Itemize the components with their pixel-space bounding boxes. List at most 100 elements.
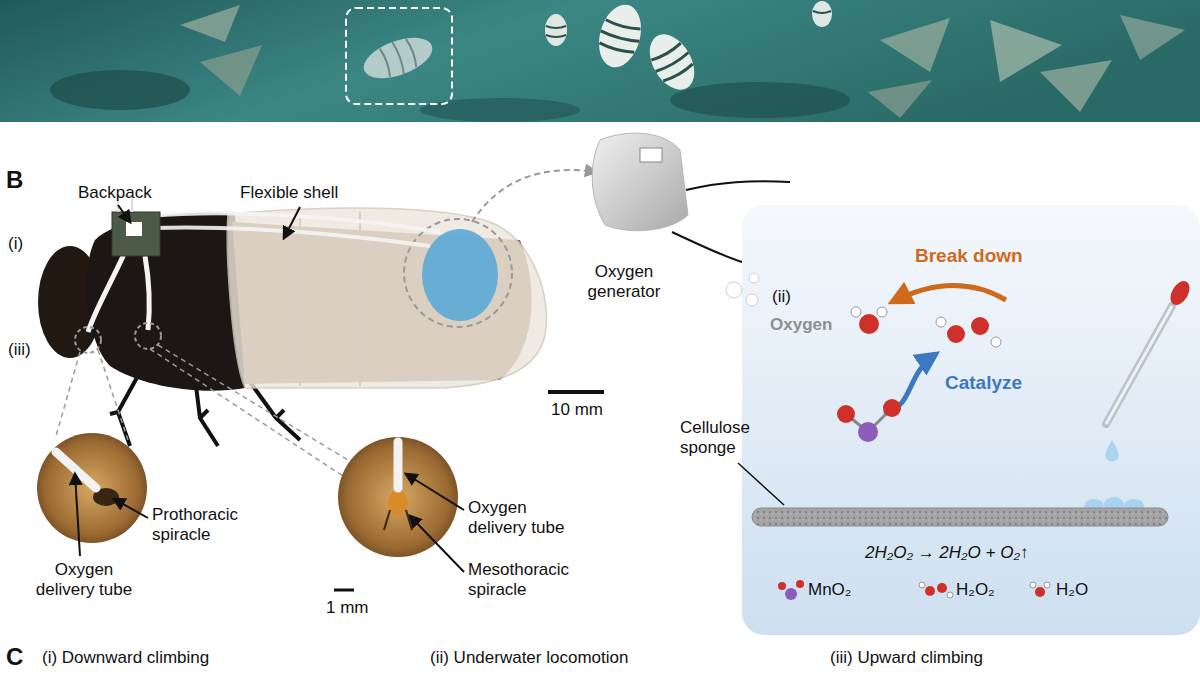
underwater-photo	[0, 0, 1200, 122]
cockroach-body	[592, 0, 647, 72]
scale-bar	[548, 390, 604, 394]
cockroach-body	[641, 27, 704, 98]
view-number: (ii)	[772, 287, 791, 307]
process-label: Break down	[915, 245, 1023, 267]
oxygen-atom	[971, 317, 989, 335]
zoom-line	[672, 232, 742, 262]
legend-icon	[778, 580, 804, 600]
manganese-atom	[858, 422, 878, 442]
spiracle-closeup	[37, 433, 148, 556]
hydrogen-atom	[851, 307, 861, 317]
pointer-arrow	[410, 516, 464, 572]
oxygen-tube	[152, 228, 430, 246]
scale-label: 1 mm	[326, 598, 369, 618]
pointer-arrow	[406, 474, 464, 510]
reaction-panel: (ii) Break downOxygenCatalyze 2H₂O₂ → 2H₂O…	[742, 205, 1200, 635]
cockroach-body	[358, 30, 437, 87]
zoom-line	[98, 350, 128, 440]
rock	[670, 82, 850, 118]
leaf	[880, 18, 950, 72]
cellulose-sponge	[752, 508, 1168, 526]
panel-letter: B	[6, 166, 23, 194]
tube	[394, 442, 403, 488]
cockroach-thorax	[87, 213, 245, 391]
part-label: Prothoracic spiracle	[152, 505, 252, 544]
leaf	[1040, 60, 1112, 112]
oxygen-atom	[837, 405, 855, 423]
flexible-shell	[227, 208, 546, 388]
leaf	[200, 45, 262, 96]
cockroach-photo	[812, 1, 832, 27]
panel-caption: (ii) Underwater locomotion	[430, 648, 628, 668]
water-molecule	[851, 307, 887, 334]
leg	[250, 382, 300, 440]
panel-caption: (i) Downward climbing	[42, 648, 209, 668]
spiracle-edge	[384, 510, 412, 530]
part-label: Backpack	[78, 183, 152, 203]
body-stripes	[650, 42, 696, 84]
backpack	[112, 212, 160, 256]
zoom-line	[150, 349, 352, 482]
legend-item: H₂O₂	[956, 580, 995, 600]
closeup-circle	[37, 433, 147, 543]
cockroach-body	[545, 14, 567, 46]
leaf	[868, 80, 932, 118]
pipette-shine	[1106, 306, 1172, 424]
pointer-arrow	[284, 207, 300, 238]
body-stripes	[546, 26, 566, 37]
oxygen-atom	[796, 580, 804, 588]
cockroach-photo	[592, 0, 647, 72]
body-stripes	[813, 11, 831, 13]
reaction-equation: 2H₂O₂ → 2H₂O + O₂↑	[865, 543, 1028, 563]
zoom-line	[56, 352, 80, 436]
oxygen-atom	[778, 582, 786, 590]
view-number: (iii)	[8, 340, 31, 360]
legend-icon	[919, 582, 953, 598]
generator-window	[640, 148, 662, 162]
hydrogen-atom	[1044, 582, 1050, 588]
legend-icon	[1030, 582, 1050, 597]
oxygen-generator-inset	[422, 229, 498, 321]
panel-letter: C	[6, 643, 23, 671]
part-label: Mesothoracic spiracle	[468, 560, 580, 599]
legend-label: H₂O₂	[956, 580, 995, 599]
panel-ground	[742, 205, 1200, 635]
cockroach-photo	[641, 27, 704, 98]
hydrogen-atom	[936, 317, 946, 327]
oxygen-tube	[88, 252, 125, 332]
rock	[50, 70, 190, 110]
cockroach-photo	[358, 30, 437, 87]
process-label: Catalyze	[945, 372, 1022, 394]
oxygen-bubble	[749, 273, 759, 283]
body-stripes	[379, 37, 419, 79]
manganese-atom	[785, 588, 797, 600]
legend-item: MnO₂	[808, 580, 851, 600]
legend-label: MnO₂	[808, 580, 851, 599]
body-stripes	[597, 19, 642, 54]
highlight-box	[346, 8, 452, 104]
pointer-arrow	[114, 499, 148, 518]
break-down-arrow	[892, 285, 1006, 302]
oxygen-generator	[592, 133, 688, 231]
part-label: Oxygen delivery tube	[468, 498, 580, 537]
pointer-arrow	[75, 474, 80, 556]
backpack-chip	[126, 222, 142, 236]
rock	[420, 98, 580, 122]
part-label: Cellulose sponge	[680, 418, 772, 457]
leader-line	[738, 463, 784, 505]
pipette-bulb	[1167, 278, 1194, 309]
cockroach-photo	[545, 14, 567, 46]
generator-shell	[592, 133, 688, 231]
part-label: Oxygen generator	[578, 262, 670, 301]
closeup-circle	[338, 437, 458, 557]
highlight-circle	[404, 219, 512, 327]
oxygen-atom	[859, 314, 879, 334]
water-ground	[0, 0, 1200, 122]
peroxide-molecule	[936, 317, 1001, 347]
product-label: Oxygen	[770, 315, 832, 335]
oxygen-atom	[883, 399, 901, 417]
scale-bar	[334, 589, 354, 592]
